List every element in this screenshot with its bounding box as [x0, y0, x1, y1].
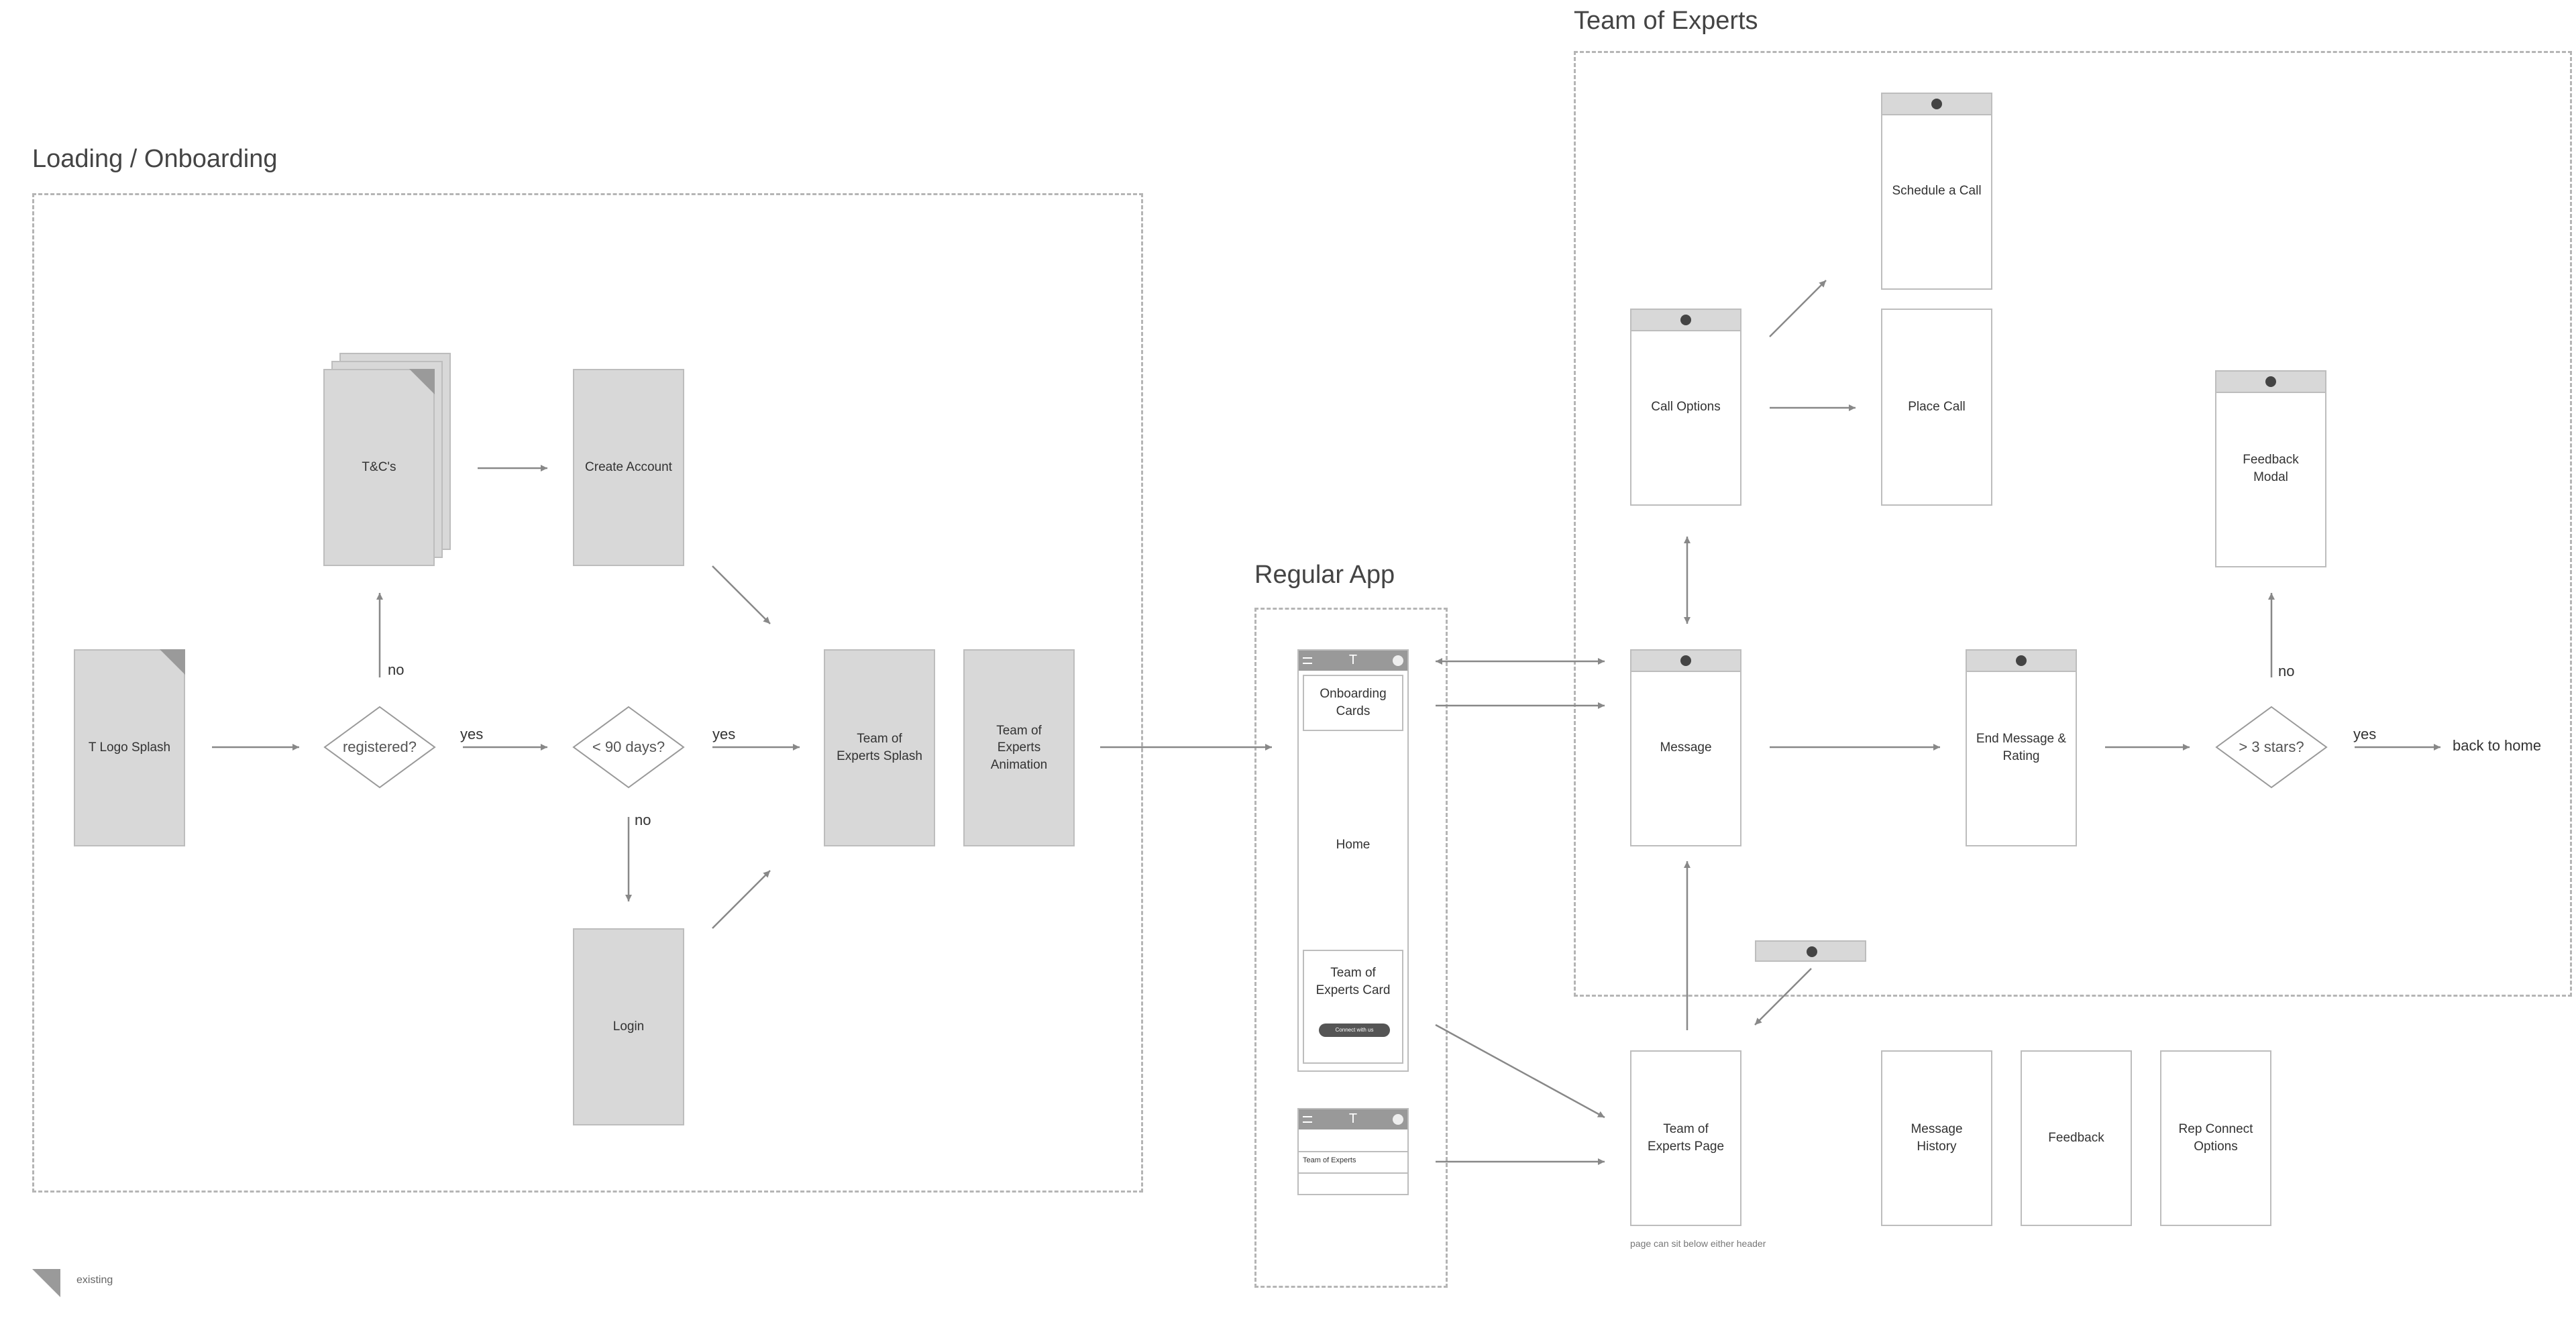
message-history-node: Message History: [1881, 1050, 1992, 1226]
connect-button[interactable]: Connect with us: [1319, 1024, 1390, 1037]
experts-section-title: Team of Experts: [1574, 7, 1758, 35]
edge-create-experts-splash: [712, 565, 771, 624]
edge-label-yes: yes: [2353, 726, 2377, 742]
legend-existing-label: existing: [76, 1274, 113, 1286]
screen-header: [1882, 94, 1991, 115]
message-history-label: Message History: [1911, 1122, 1963, 1154]
logo-icon: [1680, 315, 1691, 325]
schedule-call-node: Schedule a Call: [1881, 93, 1992, 290]
below-header-note: page can sit below either header: [1630, 1238, 1766, 1249]
edge-card-experts-page: [1435, 1024, 1605, 1119]
logo-icon: [1807, 946, 1817, 957]
menu-divider: [1299, 1172, 1407, 1174]
profile-icon: [1393, 655, 1403, 666]
menu-icon: [1303, 1116, 1312, 1123]
days-decision-label: < 90 days?: [592, 738, 665, 756]
stars-diamond: [2215, 706, 2328, 789]
phone-header: T: [1299, 651, 1407, 671]
legend-existing-icon: [32, 1269, 60, 1297]
login-label: Login: [612, 1019, 645, 1034]
message-node: Message: [1630, 649, 1741, 846]
t-logo-splash-label: T Logo Splash: [88, 740, 171, 755]
rep-connect-label: Rep Connect Options: [2178, 1122, 2253, 1154]
floating-header: [1755, 940, 1866, 962]
create-account-node: Create Account: [573, 369, 684, 566]
menu-phone: T Team of Experts: [1297, 1108, 1409, 1195]
place-call-label: Place Call: [1908, 400, 1966, 415]
tcs-label: T&C's: [362, 460, 396, 475]
menu-divider: [1299, 1151, 1407, 1152]
existing-marker-icon: [160, 649, 185, 675]
feedback-label: Feedback: [2048, 1131, 2104, 1146]
call-options-label: Call Options: [1651, 400, 1721, 415]
regular-app-container: [1254, 608, 1448, 1288]
feedback-modal-node: Feedback Modal: [2215, 370, 2326, 567]
experts-animation-node: Team of Experts Animation: [963, 649, 1075, 846]
logo-icon: [1931, 99, 1942, 109]
logo-icon: [2265, 376, 2276, 387]
days-diamond: [572, 706, 685, 789]
experts-page-label: Team of Experts Page: [1647, 1122, 1725, 1154]
edge-header-experts-page: [1754, 968, 1812, 1026]
logo-icon: [1680, 655, 1691, 666]
edge-label-yes: yes: [460, 726, 484, 742]
screen-header: [1631, 310, 1740, 331]
home-label: Home: [1336, 838, 1371, 852]
screen-header: [1631, 651, 1740, 672]
menu-icon: [1303, 657, 1312, 664]
registered-decision-label: registered?: [342, 738, 417, 756]
phone-header: T: [1299, 1109, 1407, 1129]
edge-label-yes: yes: [712, 726, 736, 742]
end-message-label: End Message & Rating: [1976, 732, 2067, 763]
experts-container: [1574, 51, 2572, 997]
home-phone: T Onboarding Cards Home Team of Experts …: [1297, 649, 1409, 1072]
place-call-node: Place Call: [1881, 309, 1992, 506]
onboarding-section-title: Loading / Onboarding: [32, 145, 278, 173]
menu-item-team-of-experts[interactable]: Team of Experts: [1303, 1156, 1356, 1164]
experts-card-panel: Team of Experts Card Connect with us: [1303, 950, 1403, 1064]
feedback-node: Feedback: [2021, 1050, 2132, 1226]
experts-card-label: Team of Experts Card: [1316, 966, 1391, 997]
edge-label-no: no: [388, 661, 405, 678]
experts-page-node: Team of Experts Page: [1630, 1050, 1741, 1226]
screen-header: [2216, 372, 2325, 393]
phone-header-logo: T: [1348, 1111, 1358, 1126]
experts-splash-label: Team of Experts Splash: [837, 732, 922, 763]
edge-label-no: no: [2278, 663, 2295, 679]
phone-header-logo: T: [1348, 653, 1358, 667]
login-node: Login: [573, 928, 684, 1125]
logo-icon: [2016, 655, 2027, 666]
tcs-node: T&C's: [323, 369, 435, 566]
edge-label-no: no: [635, 812, 651, 828]
screen-header: [1967, 651, 2076, 672]
registered-diamond: [323, 706, 436, 789]
profile-icon: [1393, 1114, 1403, 1125]
end-message-node: End Message & Rating: [1966, 649, 2077, 846]
experts-animation-label: Team of Experts Animation: [990, 723, 1048, 772]
onboarding-cards-label: Onboarding Cards: [1320, 687, 1387, 718]
feedback-modal-label: Feedback Modal: [2243, 453, 2299, 484]
edge-login-experts-splash: [712, 870, 771, 929]
back-to-home-label: back to home: [2453, 737, 2542, 755]
existing-marker-icon: [409, 369, 435, 394]
regular-app-section-title: Regular App: [1254, 561, 1395, 589]
t-logo-splash-node: T Logo Splash: [74, 649, 185, 846]
edge-call-options-schedule: [1769, 280, 1827, 337]
experts-splash-node: Team of Experts Splash: [824, 649, 935, 846]
onboarding-cards-panel: Onboarding Cards: [1303, 675, 1403, 731]
call-options-node: Call Options: [1630, 309, 1741, 506]
rep-connect-node: Rep Connect Options: [2160, 1050, 2271, 1226]
message-label: Message: [1660, 740, 1712, 755]
stars-decision-label: > 3 stars?: [2239, 738, 2304, 756]
schedule-call-label: Schedule a Call: [1892, 184, 1982, 199]
onboarding-container: [32, 193, 1143, 1193]
create-account-label: Create Account: [585, 460, 672, 475]
